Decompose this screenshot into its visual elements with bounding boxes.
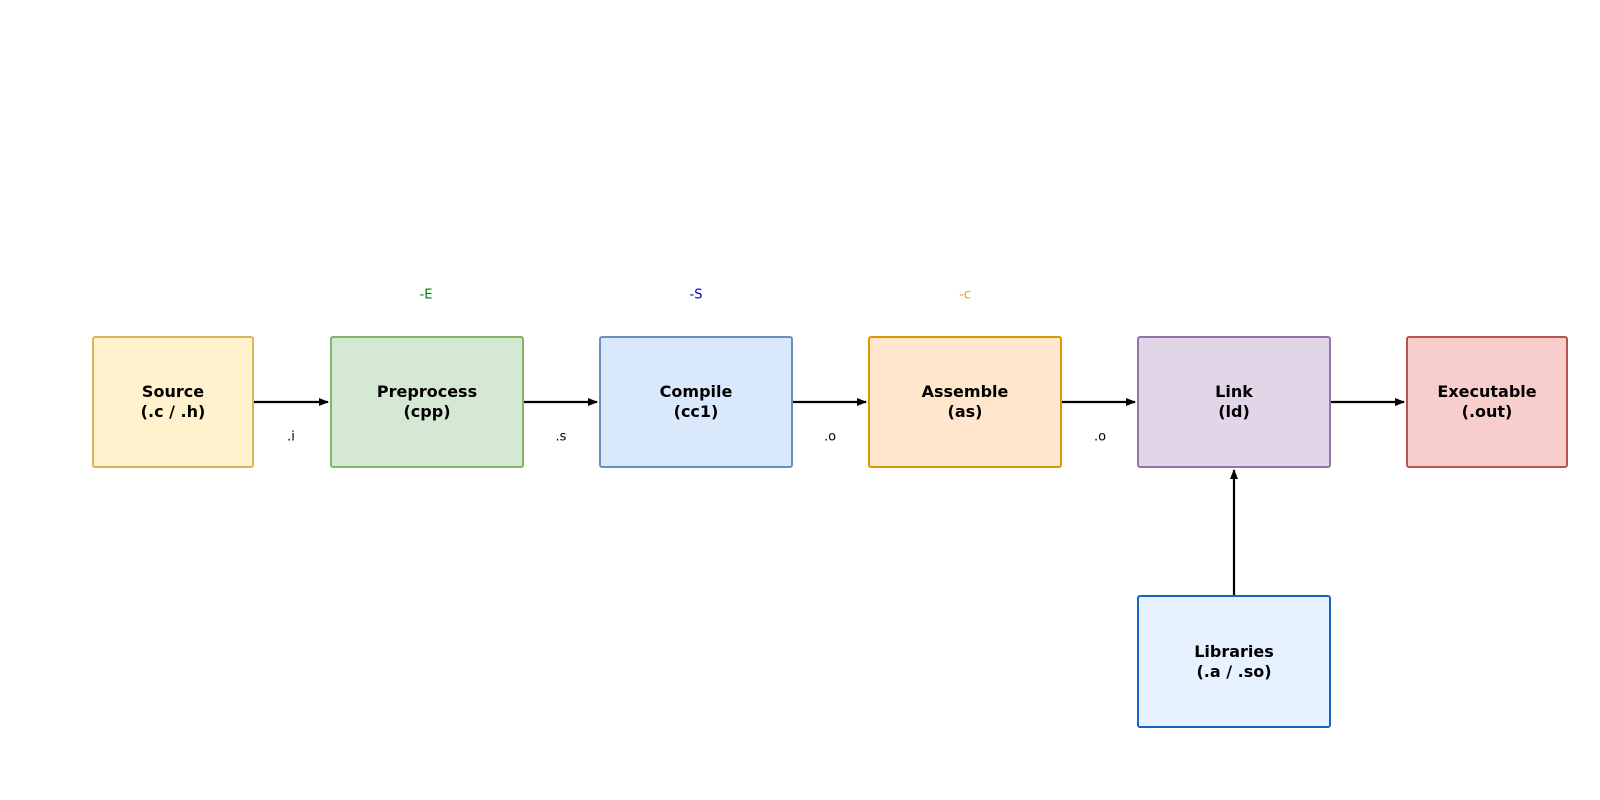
node-compile: Compile (cc1) (599, 336, 793, 468)
flag-c-assemble: -c (959, 287, 971, 303)
node-preprocess: Preprocess (cpp) (330, 336, 524, 468)
node-link-label: Link (ld) (1215, 382, 1253, 421)
node-source-label: Source (.c / .h) (140, 382, 206, 421)
node-assemble-label: Assemble (as) (921, 382, 1009, 421)
node-executable: Executable (.out) (1406, 336, 1568, 468)
edge-label-i: .i (287, 429, 295, 445)
node-compile-label: Compile (cc1) (659, 382, 733, 421)
node-link: Link (ld) (1137, 336, 1331, 468)
flag-e-preprocess: -E (419, 287, 433, 303)
node-assemble: Assemble (as) (868, 336, 1062, 468)
flag-s-compile: -S (689, 287, 703, 303)
edge-label-o-compile: .o (823, 429, 837, 445)
node-libraries-label: Libraries (.a / .so) (1194, 641, 1274, 681)
node-preprocess-label: Preprocess (cpp) (376, 382, 478, 421)
edge-label-o-assemble: .o (1093, 429, 1107, 445)
node-source: Source (.c / .h) (92, 336, 254, 468)
node-executable-label: Executable (.out) (1437, 382, 1537, 421)
edge-label-s: .s (555, 429, 567, 445)
node-libraries: Libraries (.a / .so) (1137, 595, 1331, 728)
